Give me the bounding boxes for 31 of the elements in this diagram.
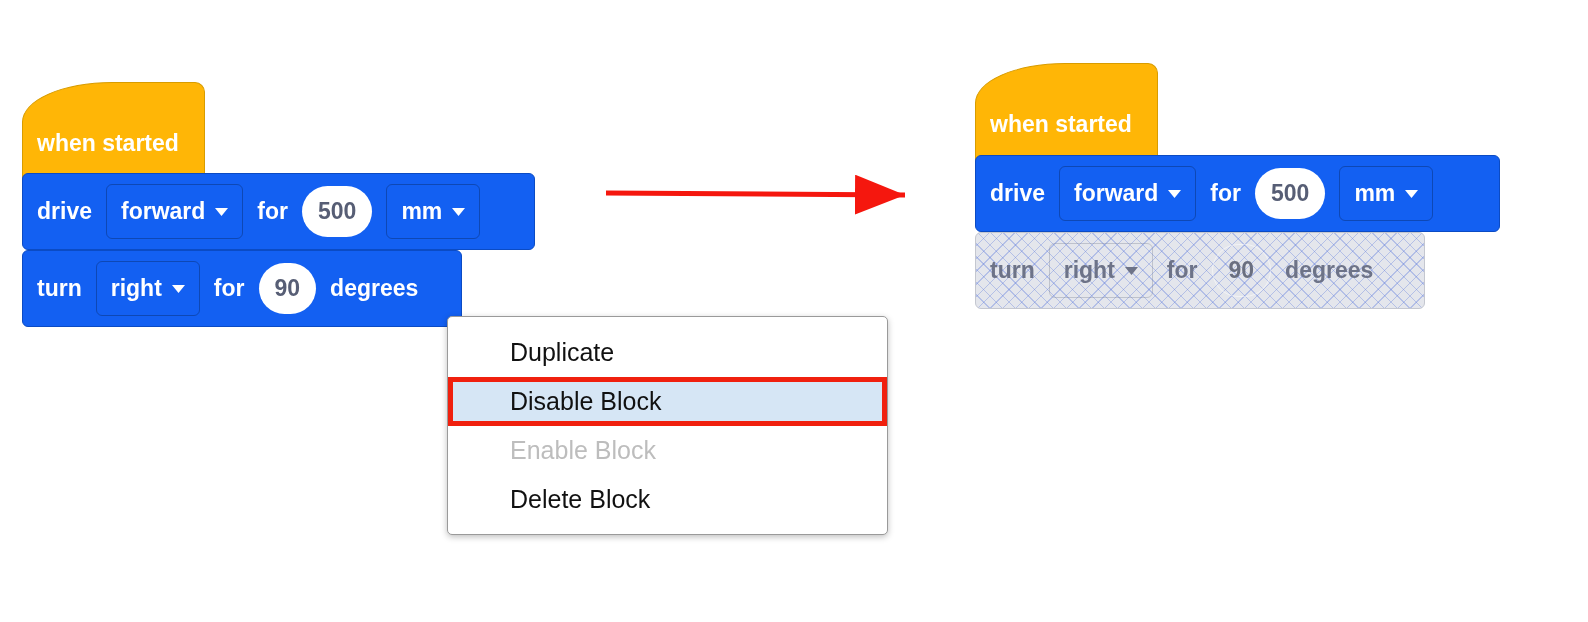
number-field: 90	[258, 263, 317, 314]
block-label: for	[257, 198, 288, 225]
block-label: for	[213, 275, 245, 302]
dropdown-menu: forward	[106, 184, 244, 239]
code-block	[22, 250, 462, 327]
menu-item: Delete Block	[509, 484, 652, 515]
block-label: degrees	[1285, 257, 1374, 284]
dropdown-menu: right	[95, 261, 200, 316]
block-label: for	[1210, 180, 1241, 207]
menu-item: Disable Block	[448, 377, 887, 426]
number-field: 500	[302, 186, 373, 237]
block-label: when started	[37, 130, 179, 157]
number-field: 500	[1255, 168, 1326, 219]
dropdown-menu: right	[1048, 243, 1153, 298]
block-label: for	[1166, 257, 1198, 284]
arrow	[606, 174, 905, 215]
menu-item: Enable Block	[509, 435, 657, 466]
block-label: degrees	[330, 275, 419, 302]
block-label: drive	[37, 198, 92, 225]
block-label: turn	[990, 257, 1035, 284]
context-menu	[447, 316, 888, 535]
code-block	[975, 155, 1500, 232]
code-block	[22, 173, 535, 250]
disabled-code-block	[975, 232, 1425, 309]
dropdown-menu: mm	[1339, 166, 1434, 221]
block-label: drive	[990, 180, 1045, 207]
block-label: turn	[37, 275, 82, 302]
block-label: when started	[990, 110, 1132, 138]
menu-item: Duplicate	[509, 337, 616, 368]
dropdown-menu: forward	[1059, 166, 1197, 221]
dropdown-menu: mm	[386, 184, 481, 239]
